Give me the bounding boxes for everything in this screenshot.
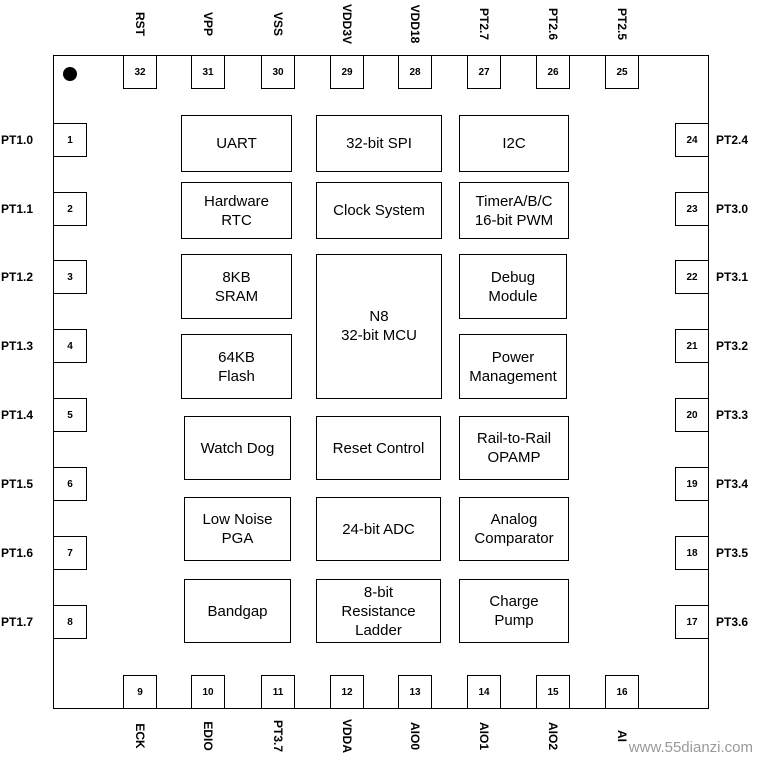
pin-13: 13	[398, 675, 432, 709]
pin-26: 26	[536, 55, 570, 89]
pin-label-vdd18: VDD18	[408, 4, 422, 44]
pin-4: 4	[53, 329, 87, 363]
block-resistance-ladder: 8-bit Resistance Ladder	[316, 579, 441, 643]
block-opamp: Rail-to-Rail OPAMP	[459, 416, 569, 480]
block-spi: 32-bit SPI	[316, 115, 442, 172]
pin-label-pt2-7: PT2.7	[477, 7, 491, 41]
block-hardware-rtc: Hardware RTC	[181, 182, 292, 239]
pin-label-pt1-3: PT1.3	[1, 339, 34, 353]
block-charge-pump: Charge Pump	[459, 579, 569, 643]
pin-18: 18	[675, 536, 709, 570]
pin-7: 7	[53, 536, 87, 570]
pin-label-aio0: AIO0	[408, 721, 422, 751]
pin-label-pt1-2: PT1.2	[1, 270, 34, 284]
pin-label-pt3-1: PT3.1	[716, 270, 749, 284]
pin-1: 1	[53, 123, 87, 157]
block-analog-comparator: Analog Comparator	[459, 497, 569, 561]
pin-21: 21	[675, 329, 709, 363]
block-bandgap: Bandgap	[184, 579, 291, 643]
pin-label-pt1-1: PT1.1	[1, 202, 34, 216]
pin-label-pt2-5: PT2.5	[615, 7, 629, 41]
pin-label-pt1-6: PT1.6	[1, 546, 34, 560]
pin-28: 28	[398, 55, 432, 89]
pin-label-pt2-4: PT2.4	[716, 133, 749, 147]
pin-24: 24	[675, 123, 709, 157]
pin1-marker-dot	[63, 67, 77, 81]
pin-29: 29	[330, 55, 364, 89]
pin-19: 19	[675, 467, 709, 501]
pin-30: 30	[261, 55, 295, 89]
pin-16: 16	[605, 675, 639, 709]
pin-12: 12	[330, 675, 364, 709]
block-watch-dog: Watch Dog	[184, 416, 291, 480]
pin-label-vdda: VDDA	[340, 718, 354, 754]
pin-20: 20	[675, 398, 709, 432]
pin-5: 5	[53, 398, 87, 432]
pin-label-pt3-5: PT3.5	[716, 546, 749, 560]
block-power-management: Power Management	[459, 334, 567, 399]
block-clock-system: Clock System	[316, 182, 442, 239]
block-low-noise-pga: Low Noise PGA	[184, 497, 291, 561]
pin-label-vpp: VPP	[201, 11, 215, 37]
pin-31: 31	[191, 55, 225, 89]
pin-25: 25	[605, 55, 639, 89]
pin-10: 10	[191, 675, 225, 709]
pin-label-rst: RST	[133, 12, 147, 36]
pin-27: 27	[467, 55, 501, 89]
block-timer-pwm: TimerA/B/C 16-bit PWM	[459, 182, 569, 239]
block-adc: 24-bit ADC	[316, 497, 441, 561]
pin-label-pt3-6: PT3.6	[716, 615, 749, 629]
pin-label-aio1: AIO1	[477, 721, 491, 751]
pin-label-pt1-5: PT1.5	[1, 477, 34, 491]
pin-8: 8	[53, 605, 87, 639]
pin-label-pt3-0: PT3.0	[716, 202, 749, 216]
block-sram: 8KB SRAM	[181, 254, 292, 319]
watermark-text: www.55dianzi.com	[628, 739, 753, 756]
pin-label-aio2: AIO2	[546, 721, 560, 751]
pin-label-ai: AI	[615, 730, 629, 742]
pin-label-vss: VSS	[271, 11, 285, 37]
pin-6: 6	[53, 467, 87, 501]
pin-23: 23	[675, 192, 709, 226]
pin-9: 9	[123, 675, 157, 709]
pin-label-vdd3v: VDD3V	[340, 3, 354, 45]
pin-label-pt1-4: PT1.4	[1, 408, 34, 422]
pin-3: 3	[53, 260, 87, 294]
pin-14: 14	[467, 675, 501, 709]
pin-label-pt3-2: PT3.2	[716, 339, 749, 353]
pin-11: 11	[261, 675, 295, 709]
pin-label-pt2-6: PT2.6	[546, 7, 560, 41]
pin-22: 22	[675, 260, 709, 294]
block-debug-module: Debug Module	[459, 254, 567, 319]
block-uart: UART	[181, 115, 292, 172]
pin-2: 2	[53, 192, 87, 226]
pin-label-edio: EDIO	[201, 721, 215, 751]
block-i2c: I2C	[459, 115, 569, 172]
block-reset-control: Reset Control	[316, 416, 441, 480]
pin-label-pt3-3: PT3.3	[716, 408, 749, 422]
block-flash: 64KB Flash	[181, 334, 292, 399]
block-n8-mcu: N8 32-bit MCU	[316, 254, 442, 399]
pin-label-pt1-0: PT1.0	[1, 133, 34, 147]
pin-label-eck: ECK	[133, 723, 147, 749]
pin-label-pt3-4: PT3.4	[716, 477, 749, 491]
pin-label-pt3-7: PT3.7	[271, 719, 285, 753]
pin-17: 17	[675, 605, 709, 639]
pin-32: 32	[123, 55, 157, 89]
pin-label-pt1-7: PT1.7	[1, 615, 34, 629]
pin-15: 15	[536, 675, 570, 709]
